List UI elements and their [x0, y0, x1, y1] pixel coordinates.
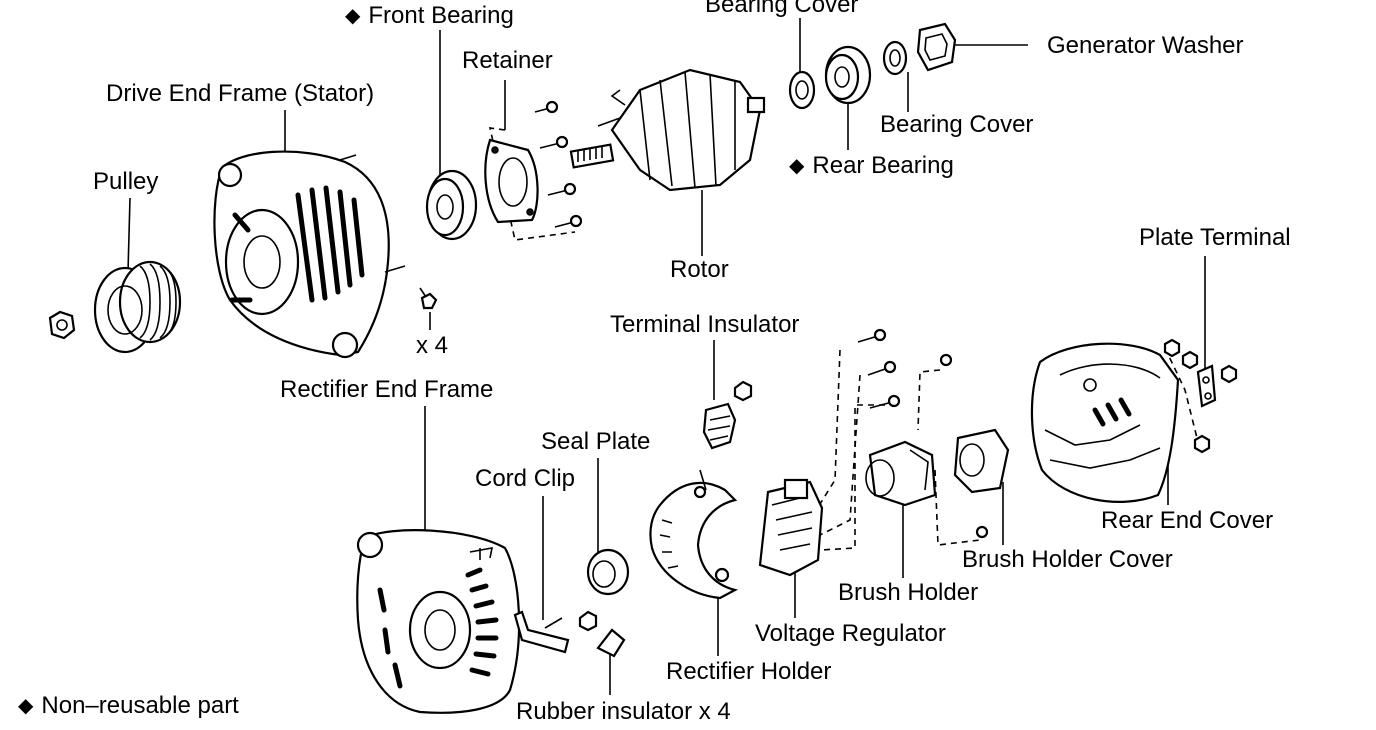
legend-text: Non–reusable part	[41, 692, 239, 719]
voltage-regulator-part	[758, 478, 824, 577]
label-bearing-cover-right: Bearing Cover	[880, 111, 1034, 138]
label-brush-holder: Brush Holder	[838, 579, 979, 606]
label-front-bearing-text: Front Bearing	[368, 2, 514, 29]
label-rear-bearing-text: Rear Bearing	[812, 152, 954, 179]
non-reusable-diamond-icon: ◆	[789, 155, 805, 177]
label-voltage-regulator: Voltage Regulator	[755, 620, 946, 647]
regulator-screws	[857, 328, 989, 539]
label-cord-clip: Cord Clip	[475, 465, 576, 492]
legend-diamond-icon: ◆	[18, 695, 34, 717]
label-rectifier-end-frame: Rectifier End Frame	[280, 376, 494, 403]
label-rear-end-cover: Rear End Cover	[1101, 507, 1274, 534]
retainer-part	[484, 138, 539, 224]
bearing-cover-top-part	[788, 70, 816, 110]
rotor-part	[569, 68, 766, 192]
rectifier-end-frame-part	[356, 529, 521, 714]
leader-lines	[127, 18, 1206, 695]
front-bearing-part	[425, 169, 478, 241]
retainer-screws	[534, 100, 583, 228]
pulley-part	[48, 260, 182, 354]
non-reusable-diamond-icon: ◆	[345, 5, 361, 27]
label-bearing-cover-top: Bearing Cover	[705, 0, 859, 18]
rear-end-cover-part	[1030, 342, 1180, 503]
cord-clip-part	[513, 610, 570, 654]
label-x4: x 4	[416, 332, 449, 359]
generator-washer-part	[916, 22, 957, 72]
bearing-cover-right-part	[882, 40, 908, 76]
label-retainer: Retainer	[462, 47, 553, 74]
rear-bearing-part	[824, 45, 872, 105]
label-rectifier-holder: Rectifier Holder	[666, 658, 832, 685]
label-drive-end-frame: Drive End Frame (Stator)	[106, 80, 375, 107]
label-plate-terminal: Plate Terminal	[1139, 224, 1291, 251]
terminal-insulator-part	[702, 380, 753, 450]
label-pulley: Pulley	[93, 168, 159, 195]
label-front-bearing: ◆ Front Bearing	[345, 3, 514, 29]
label-seal-plate: Seal Plate	[541, 428, 651, 455]
label-generator-washer: Generator Washer	[1047, 32, 1244, 59]
seal-plate-part	[586, 548, 630, 596]
drive-end-frame-part	[213, 150, 406, 359]
brush-holder-part	[865, 440, 937, 507]
plate-terminal-part	[1163, 338, 1238, 454]
label-brush-holder-cover: Brush Holder Cover	[962, 546, 1173, 573]
drive-frame-bolt	[419, 287, 438, 310]
rectifier-holder-part	[649, 469, 739, 600]
rubber-insulator-part	[578, 610, 626, 658]
label-terminal-insulator: Terminal Insulator	[610, 311, 800, 338]
label-rotor: Rotor	[670, 256, 729, 283]
label-rear-bearing: ◆ Rear Bearing	[789, 153, 954, 179]
legend-non-reusable: ◆ Non–reusable part	[18, 693, 239, 719]
brush-holder-cover-part	[953, 428, 1010, 494]
label-rubber-insulator: Rubber insulator x 4	[516, 698, 731, 725]
